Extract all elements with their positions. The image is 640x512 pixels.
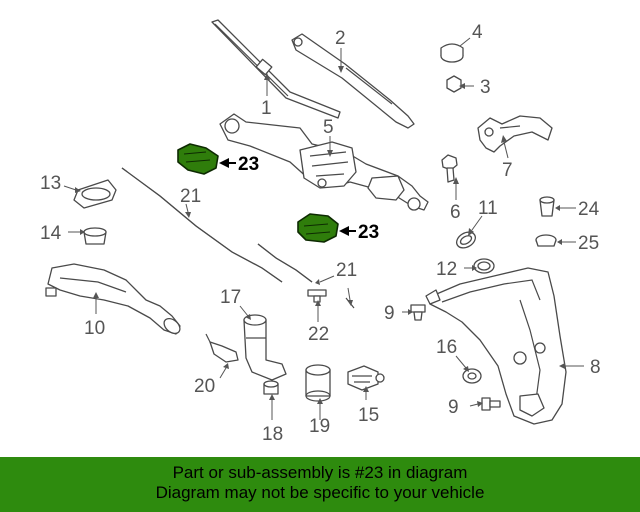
parts-diagram: 1 2 3 4 5 6 7 8 9 9 10 11 12 13 14 15 16… <box>40 19 601 445</box>
callout-19[interactable]: 19 <box>309 416 330 437</box>
part-4-cap[interactable] <box>440 43 464 63</box>
callout-11[interactable]: 11 <box>478 198 498 219</box>
part-15-sensor[interactable] <box>347 365 385 391</box>
callout-23-lower[interactable]: 23 <box>358 222 379 243</box>
callout-14[interactable]: 14 <box>40 223 62 244</box>
callout-21-left[interactable]: 21 <box>180 186 201 207</box>
callout-7[interactable]: 7 <box>502 160 513 181</box>
part-13-seal-plate[interactable] <box>73 179 117 209</box>
callout-20[interactable]: 20 <box>194 376 215 397</box>
part-18-grommet[interactable] <box>263 380 279 395</box>
callout-16[interactable]: 16 <box>436 337 457 358</box>
part-8-washer-reservoir[interactable] <box>425 267 567 425</box>
callout-5[interactable]: 5 <box>323 117 334 138</box>
part-23-washer-nozzle-lower[interactable] <box>297 213 339 243</box>
part-10-filler-neck[interactable] <box>45 263 183 336</box>
part-3-nut[interactable] <box>446 75 462 93</box>
callout-9-upper[interactable]: 9 <box>384 303 395 324</box>
part-5-wiper-linkage-motor[interactable] <box>219 113 429 211</box>
callout-4[interactable]: 4 <box>472 22 483 43</box>
part-19-filter[interactable] <box>305 364 331 402</box>
banner-line-1: Part or sub-assembly is #23 in diagram <box>172 463 468 482</box>
part-1-wiper-blade[interactable] <box>211 19 341 119</box>
callout-1[interactable]: 1 <box>261 98 272 119</box>
callout-10[interactable]: 10 <box>84 318 105 339</box>
callout-6[interactable]: 6 <box>450 202 461 223</box>
callout-24[interactable]: 24 <box>578 199 600 220</box>
callout-3[interactable]: 3 <box>480 77 491 98</box>
part-20-connector[interactable] <box>205 333 239 363</box>
callout-8[interactable]: 8 <box>590 357 601 378</box>
callout-22[interactable]: 22 <box>308 324 329 345</box>
part-21-hose-left[interactable] <box>121 167 283 283</box>
part-23-washer-nozzle-upper[interactable] <box>177 143 219 175</box>
callout-labels: 1 2 3 4 5 6 7 8 9 9 10 11 12 13 14 15 16… <box>40 22 601 445</box>
part-2-wiper-arm[interactable] <box>291 33 415 129</box>
callout-9-lower[interactable]: 9 <box>448 397 459 418</box>
part-7-bracket[interactable] <box>477 115 553 153</box>
callout-13[interactable]: 13 <box>40 173 61 194</box>
callout-21-right[interactable]: 21 <box>336 260 357 281</box>
callout-25[interactable]: 25 <box>578 233 599 254</box>
part-24-clip[interactable] <box>539 196 555 217</box>
part-16-grommet[interactable] <box>462 368 482 384</box>
leader-lines <box>63 37 584 420</box>
part-9-bolt-upper[interactable] <box>410 304 426 321</box>
callout-2[interactable]: 2 <box>335 28 346 49</box>
part-6-screw[interactable] <box>441 154 458 183</box>
part-14-strainer[interactable] <box>83 227 107 245</box>
info-banner: Part or sub-assembly is #23 in diagram D… <box>0 457 640 512</box>
callout-23-upper[interactable]: 23 <box>238 154 259 175</box>
part-22-t-connector[interactable] <box>307 289 327 303</box>
part-12-grommet[interactable] <box>473 258 495 274</box>
callout-12[interactable]: 12 <box>436 259 457 280</box>
part-25-cap[interactable] <box>535 234 557 247</box>
callout-18[interactable]: 18 <box>262 424 283 445</box>
banner-line-2: Diagram may not be specific to your vehi… <box>155 483 485 502</box>
callout-17[interactable]: 17 <box>220 287 241 308</box>
callout-15[interactable]: 15 <box>358 405 379 426</box>
part-11-o-ring[interactable] <box>454 229 478 251</box>
part-9-bolt-lower[interactable] <box>481 397 501 411</box>
part-17-washer-pump[interactable] <box>243 314 287 381</box>
